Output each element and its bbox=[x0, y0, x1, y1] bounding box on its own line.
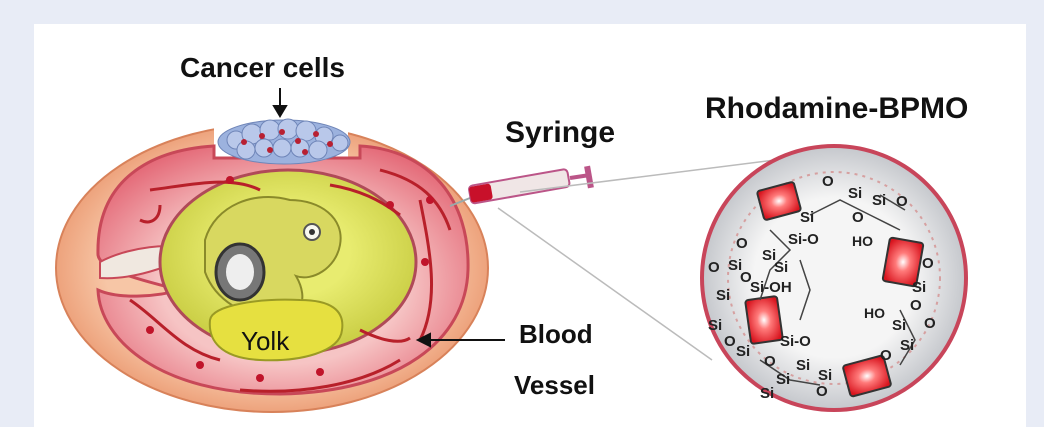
si-label: Si bbox=[736, 343, 750, 360]
si-label: Si bbox=[818, 367, 832, 384]
si-o-label: Si-O bbox=[788, 231, 819, 248]
ho-label: HO bbox=[852, 233, 873, 249]
si-label: Si bbox=[848, 185, 862, 202]
cancer-cells-arrow bbox=[274, 88, 286, 116]
si-label: Si bbox=[912, 279, 926, 296]
rhodamine-bpmo-label: Rhodamine-BPMO bbox=[705, 92, 968, 126]
yolk-label: Yolk bbox=[241, 326, 289, 357]
o-label: O bbox=[822, 173, 834, 190]
o-label: O bbox=[896, 193, 908, 210]
o-label: O bbox=[764, 353, 776, 370]
cancer-cells-label: Cancer cells bbox=[180, 52, 345, 84]
blood-label: Blood bbox=[519, 319, 593, 350]
o-label: O bbox=[852, 209, 864, 226]
o-label: O bbox=[910, 297, 922, 314]
rhodamine-bpmo-particle: Si O Si Si O Si-O O O Si HO Si Si O O O … bbox=[702, 146, 966, 410]
si-label: Si bbox=[774, 259, 788, 276]
syringe-label: Syringe bbox=[505, 116, 615, 150]
o-label: O bbox=[708, 259, 720, 276]
o-label: O bbox=[724, 333, 736, 350]
si-oh-label: Si-OH bbox=[750, 279, 792, 296]
si-label: Si bbox=[796, 357, 810, 374]
o-label: O bbox=[922, 255, 934, 272]
si-label: Si bbox=[800, 209, 814, 226]
o-label: O bbox=[880, 347, 892, 364]
si-label: Si bbox=[716, 287, 730, 304]
si-label: Si bbox=[776, 371, 790, 388]
si-label: Si bbox=[900, 337, 914, 354]
si-label: Si bbox=[892, 317, 906, 334]
o-label: O bbox=[736, 235, 748, 252]
vessel-label: Vessel bbox=[514, 370, 595, 401]
o-label: O bbox=[816, 383, 828, 400]
si-o-label: Si-O bbox=[780, 333, 811, 350]
si-label: Si bbox=[708, 317, 722, 334]
si-label: Si bbox=[872, 192, 886, 209]
si-label: Si bbox=[760, 385, 774, 402]
ho-label: HO bbox=[864, 305, 885, 321]
o-label: O bbox=[924, 315, 936, 332]
